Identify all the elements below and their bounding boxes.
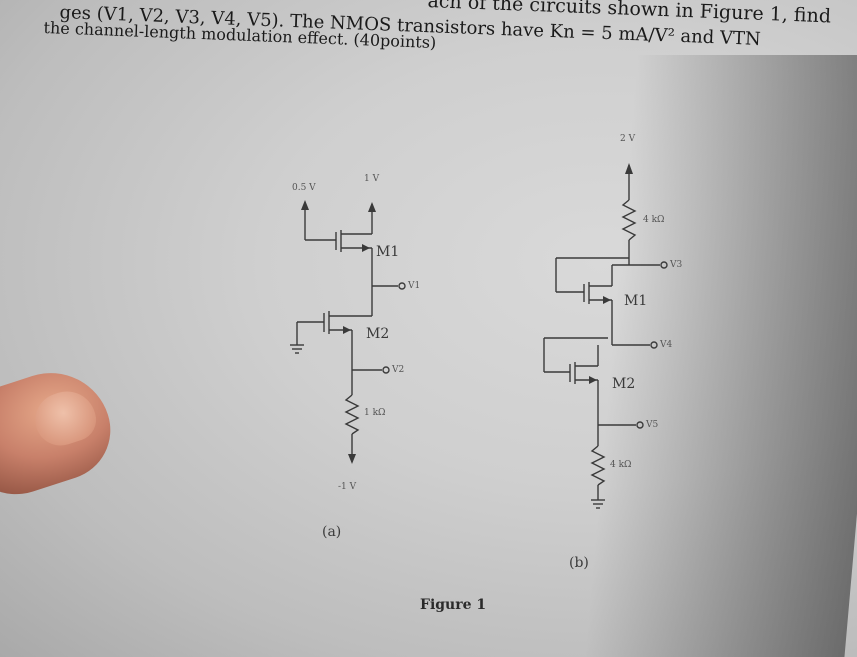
circuit-a-v1-label: V1 — [408, 281, 421, 291]
circuit-b-bottom-resistor-label: 4 kΩ — [610, 460, 632, 470]
circuit-a-gate-voltage-label: 0.5 V — [292, 183, 316, 193]
circuit-b-m2-label: M2 — [612, 376, 636, 392]
circuit-a-m1-label: M1 — [376, 244, 400, 260]
circuit-b-v4-label: V4 — [660, 340, 673, 350]
circuit-a-m2-label: M2 — [366, 326, 390, 342]
circuit-b-supply-label: 2 V — [620, 134, 636, 144]
circuit-a-wires — [290, 200, 406, 464]
circuit-b-v3-label: V3 — [670, 260, 683, 270]
circuit-a-source-voltage-label: -1 V — [338, 482, 357, 492]
circuit-a-caption: (a) — [322, 524, 342, 540]
figure-caption: Figure 1 — [420, 597, 487, 613]
circuit-b-caption: (b) — [569, 555, 589, 571]
circuit-a-v2-label: V2 — [392, 365, 405, 375]
circuit-a-resistor-label: 1 kΩ — [364, 408, 386, 418]
circuit-b-v5-label: V5 — [646, 420, 659, 430]
circuit-b-top-resistor-label: 4 kΩ — [643, 215, 665, 225]
circuit-a-drain-voltage-label: 1 V — [364, 174, 380, 184]
circuit-b-wires — [543, 163, 668, 509]
circuit-b-m1-label: M1 — [624, 293, 648, 309]
